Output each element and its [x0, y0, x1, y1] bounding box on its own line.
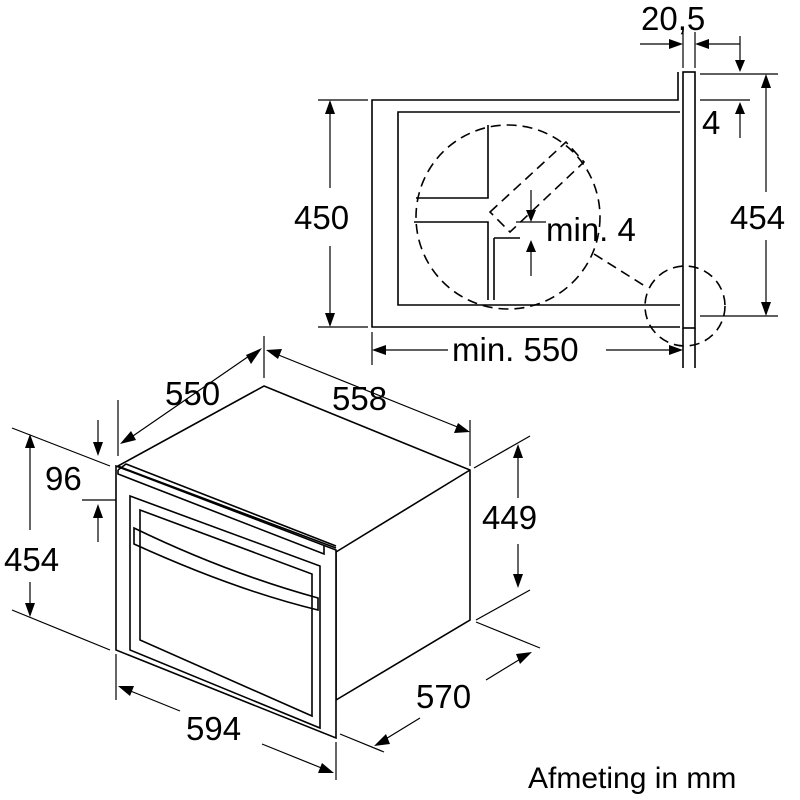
shelf-edge	[414, 221, 489, 300]
dim-570-line	[383, 717, 421, 741]
dim-450-label: 450	[294, 199, 349, 236]
arrow-head-down	[325, 313, 335, 327]
arrow-head-down	[93, 442, 103, 456]
worktop-corner	[416, 125, 489, 199]
ext-line	[339, 733, 385, 753]
front-top-edge	[127, 469, 337, 549]
dim-20-5-label: 20,5	[641, 0, 705, 37]
dim-594-line	[261, 743, 325, 770]
arrow-head-left	[372, 345, 386, 355]
front-panel	[682, 71, 696, 329]
arrow-head-right	[669, 39, 683, 49]
arrow-head	[374, 734, 390, 746]
dim-558-line	[275, 353, 461, 429]
arrow-head	[318, 763, 334, 773]
dim-550-label: 550	[165, 375, 220, 412]
cabinet-outline	[371, 72, 680, 328]
dim-570-label: 570	[416, 678, 471, 715]
body-edge	[335, 469, 471, 553]
arrow-head-up	[735, 102, 745, 114]
door-handle	[133, 526, 319, 612]
arrow-head	[266, 349, 282, 359]
arrow-head-up	[526, 240, 536, 252]
arrow-head-up	[513, 444, 523, 458]
arrow-head	[246, 348, 262, 364]
dim-449-label: 449	[482, 499, 537, 536]
dim-454-left-label: 454	[4, 541, 59, 578]
arrow-head-up	[93, 504, 103, 518]
detail-band	[488, 140, 586, 234]
ext-line	[475, 589, 531, 621]
arrow-head-up	[25, 434, 35, 448]
unit-caption: Afmeting in mm	[528, 762, 736, 795]
arrow-head	[516, 652, 532, 664]
arrow-head-down	[513, 574, 523, 588]
arrow-head-down	[761, 302, 771, 316]
niche-section: min. 4 450 454 20,5 4	[294, 0, 785, 368]
dim-550-iso-line	[129, 353, 253, 439]
detail-leader	[593, 253, 649, 289]
arrow-head	[454, 423, 470, 433]
arrow-head-left	[695, 39, 709, 49]
appliance-front	[115, 464, 337, 740]
cavity-outline	[397, 111, 680, 306]
control-strip-lower	[117, 470, 325, 556]
arrow-head-down	[526, 210, 536, 222]
dim-594-line	[127, 689, 181, 712]
door-frame	[129, 494, 321, 730]
dim-570-line	[485, 657, 523, 681]
arrow-head-up	[761, 74, 771, 88]
arrow-head-up	[325, 100, 335, 114]
dim-min-550-label: min. 550	[452, 331, 579, 368]
arrow-head-down	[735, 60, 745, 72]
door-window	[139, 508, 313, 718]
arrow-head-right	[669, 345, 683, 355]
corner-detail-circle	[644, 265, 726, 347]
dim-4-label: 4	[702, 104, 720, 141]
arrow-head-down	[25, 603, 35, 617]
ext-line	[473, 435, 531, 469]
detail-circle	[415, 124, 601, 310]
dim-96-label: 96	[45, 460, 82, 497]
min-gap-label: min. 4	[546, 211, 636, 248]
dim-594-label: 594	[186, 710, 241, 747]
arrow-head	[118, 686, 134, 696]
ext-line	[475, 621, 541, 649]
ext-line	[11, 609, 111, 651]
arrow-head	[120, 431, 136, 444]
appliance-view: 550 558 96 454 449	[4, 336, 541, 780]
control-strip	[117, 463, 337, 547]
dim-558-label: 558	[332, 380, 387, 417]
ext-line	[11, 427, 111, 467]
dim-454-right-label: 454	[730, 199, 785, 236]
